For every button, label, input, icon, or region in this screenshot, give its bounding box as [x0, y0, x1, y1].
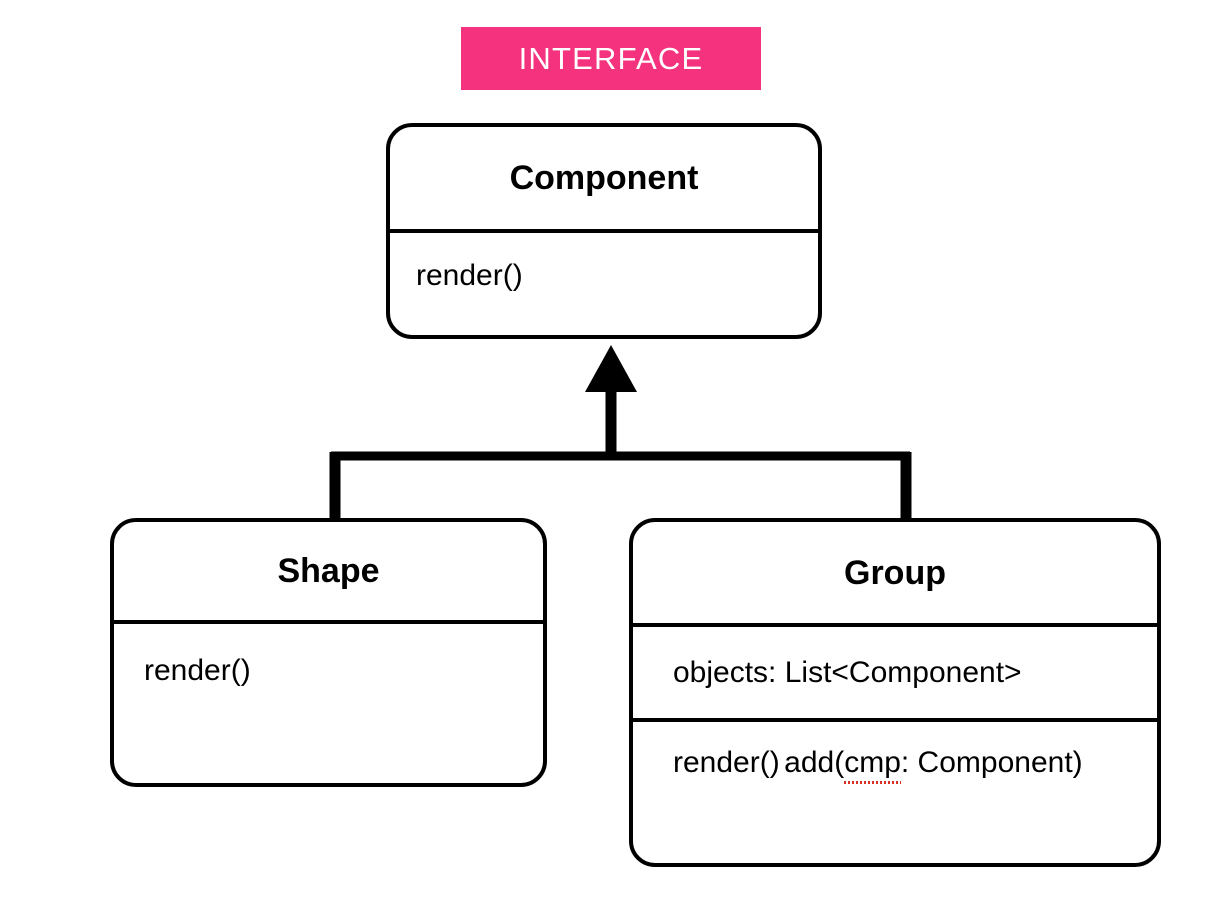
method-shape-render: render() [144, 654, 251, 687]
method-group-add-param-text: cmp [844, 746, 901, 779]
method-group-add-prefix: add( [784, 746, 845, 779]
class-name-group: Group [844, 553, 946, 592]
inheritance-arrowhead-icon [585, 345, 637, 392]
stereotype-badge-label: INTERFACE [518, 41, 704, 76]
class-methods-compartment-group: render() add(cmp: Component) [633, 718, 1157, 859]
class-attributes-compartment-group: objects: List<Component> [633, 623, 1157, 718]
method-group-add-suffix: : Component) [900, 746, 1083, 779]
class-box-group[interactable]: Group objects: List<Component> render() … [629, 518, 1161, 867]
class-title-compartment-component: Component [390, 127, 818, 229]
class-methods-compartment-shape: render() [114, 620, 543, 783]
method-group-render: render() [673, 746, 780, 779]
class-title-compartment-group: Group [633, 522, 1157, 623]
class-box-shape[interactable]: Shape render() [110, 518, 547, 787]
method-group-add: add(cmp: Component) [784, 746, 1083, 784]
method-component-render: render() [416, 259, 523, 292]
spellcheck-underline-icon [844, 781, 901, 784]
class-name-shape: Shape [277, 552, 380, 590]
class-title-compartment-shape: Shape [114, 522, 543, 620]
class-methods-compartment-component: render() [390, 229, 818, 335]
class-box-component[interactable]: Component render() [386, 123, 822, 339]
attribute-group-objects: objects: List<Component> [673, 655, 1022, 689]
stereotype-badge: INTERFACE [461, 27, 761, 90]
class-name-component: Component [509, 159, 699, 197]
method-group-add-param: cmp [844, 746, 901, 784]
